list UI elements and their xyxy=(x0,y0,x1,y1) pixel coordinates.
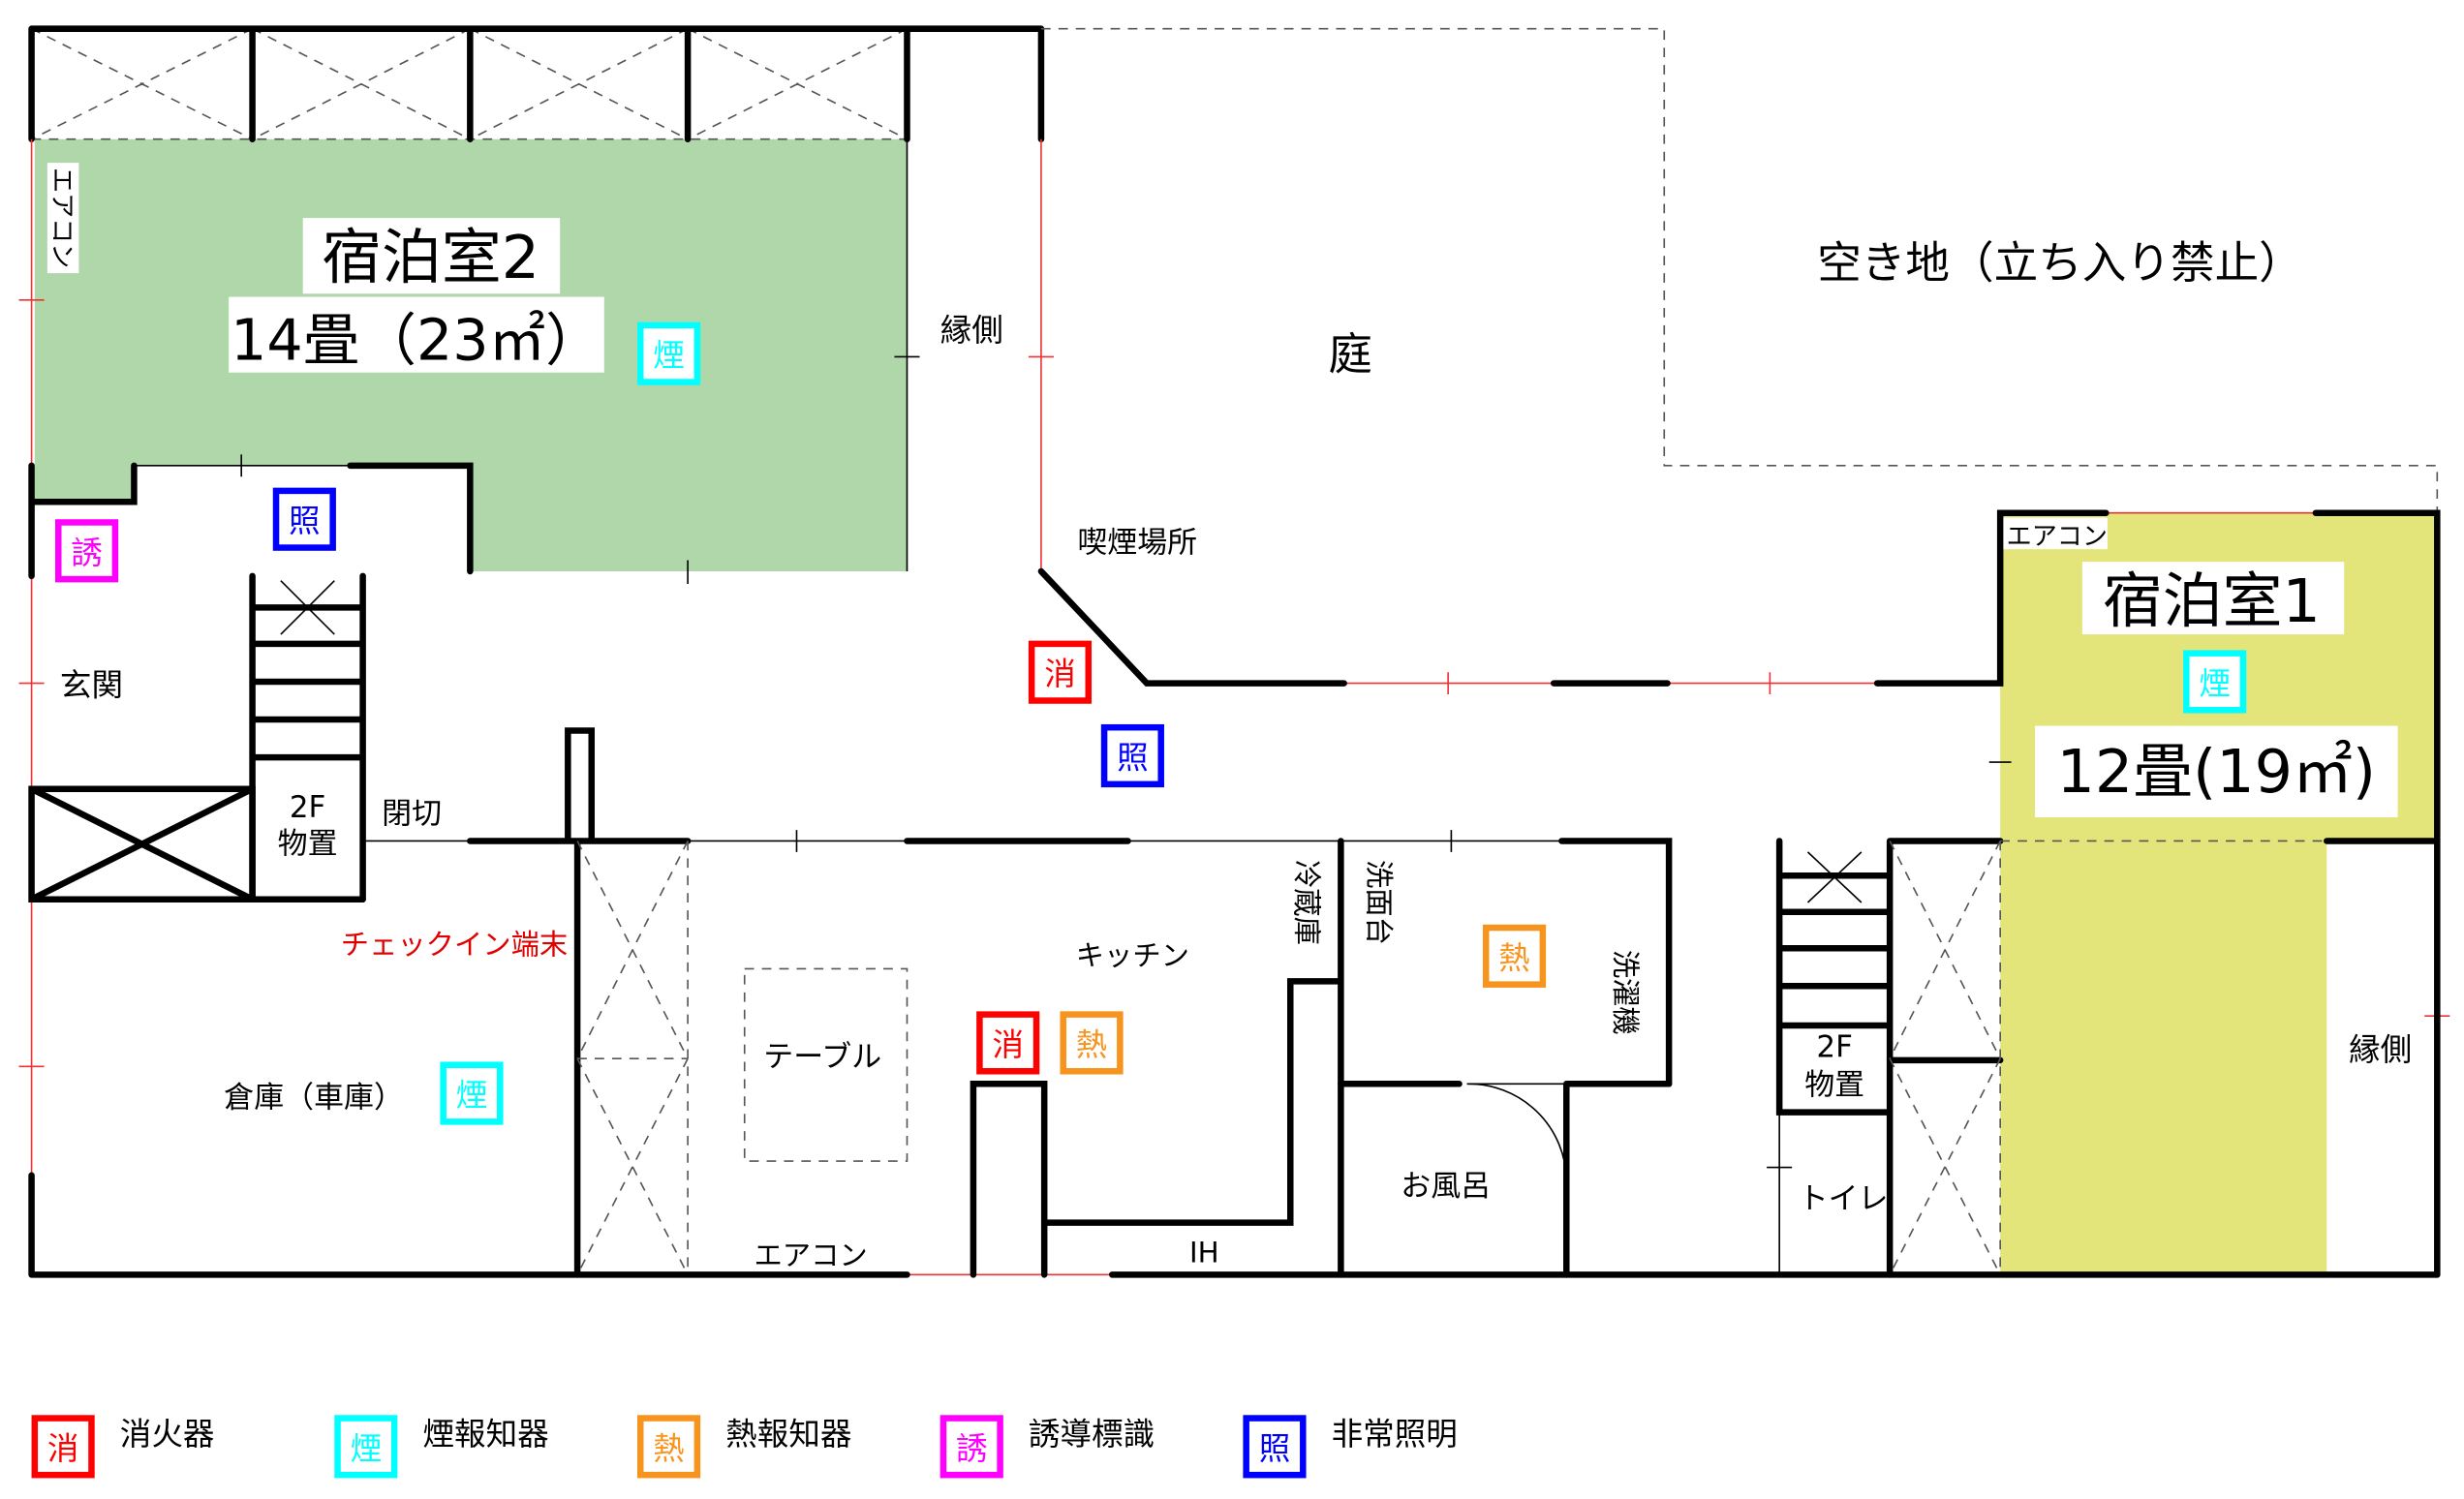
svg-text:照: 照 xyxy=(1259,1430,1291,1467)
smoking-area-label: 喫煙場所 xyxy=(1077,525,1197,560)
svg-text:熱: 熱 xyxy=(653,1430,685,1467)
svg-text:照: 照 xyxy=(1117,740,1149,777)
room2-name: 宿泊室2 xyxy=(322,223,539,292)
room1-name: 宿泊室1 xyxy=(2103,566,2321,636)
heat-marker-icon: 熱 xyxy=(1060,1011,1124,1075)
svg-text:消: 消 xyxy=(1044,656,1076,692)
ih-label: IH xyxy=(1189,1236,1219,1269)
svg-text:煙: 煙 xyxy=(456,1077,488,1114)
smoke-marker-icon: 煙 xyxy=(636,321,701,385)
toilet-label: トイレ xyxy=(1799,1181,1889,1216)
legend-2-icon: 熱 xyxy=(636,1415,701,1479)
closed-label: 閉切 xyxy=(382,797,442,832)
legend-3-icon: 誘 xyxy=(939,1415,1003,1479)
storage-right-2f: 2F xyxy=(1816,1030,1852,1065)
aircon-bottom-label: エアコン xyxy=(755,1239,868,1272)
safety-markers: 煙誘照消照煙熱消熱煙 xyxy=(55,321,2247,1125)
smoke-marker-icon: 煙 xyxy=(2183,650,2247,714)
aircon-left-label: エアコン xyxy=(46,168,76,268)
fridge-label: 冷蔵庫 xyxy=(1290,860,1323,945)
legend-0-icon: 消 xyxy=(31,1415,95,1479)
legend-4-icon: 照 xyxy=(1243,1415,1307,1479)
washer-label: 洗濯機 xyxy=(1609,950,1642,1035)
room1-size: 12畳(19㎡) xyxy=(2057,737,2377,807)
washbasin-label: 洗面台 xyxy=(1363,860,1396,945)
svg-text:誘: 誘 xyxy=(956,1430,988,1467)
light-marker-icon: 照 xyxy=(1100,723,1164,788)
svg-text:煙: 煙 xyxy=(653,337,685,374)
room1-floor-lower xyxy=(2000,841,2327,1275)
entrance-label: 玄関 xyxy=(60,667,123,704)
svg-text:消: 消 xyxy=(47,1430,79,1467)
svg-text:消: 消 xyxy=(992,1026,1024,1063)
bath-label: お風呂 xyxy=(1401,1169,1491,1204)
guide-marker-icon: 誘 xyxy=(55,519,119,583)
storage-right-label: 物置 xyxy=(1804,1068,1864,1103)
aircon-right-label: エアコン xyxy=(2007,522,2108,551)
garage-label: 倉庫（車庫） xyxy=(224,1081,404,1116)
storage-left-2f: 2F xyxy=(290,790,325,825)
engawa-top-label: 縁側 xyxy=(940,312,1003,349)
extinguisher-marker-icon: 消 xyxy=(976,1011,1040,1075)
checkin-terminal-label: チェックイン端末 xyxy=(341,929,568,962)
legend-label: 消火器 xyxy=(120,1416,215,1453)
legend-1-icon: 煙 xyxy=(334,1415,398,1479)
legend: 消 消火器 煙 煙報知器 熱 熱報知器 誘 誘導標識 照 非常照明 xyxy=(31,1415,1458,1479)
svg-text:照: 照 xyxy=(289,503,321,539)
svg-text:誘: 誘 xyxy=(71,535,103,571)
svg-text:煙: 煙 xyxy=(2199,665,2231,702)
legend-label: 非常照明 xyxy=(1332,1416,1458,1453)
legend-label: 煙報知器 xyxy=(422,1416,548,1453)
legend-label: 誘導標識 xyxy=(1029,1416,1155,1453)
walls xyxy=(28,462,2441,1278)
engawa-right-label: 縁側 xyxy=(2349,1031,2412,1068)
svg-text:熱: 熱 xyxy=(1076,1026,1108,1063)
vacant-lot-boundary xyxy=(1040,27,2439,513)
table-label: テーブル xyxy=(763,1039,881,1074)
extinguisher-marker-icon: 消 xyxy=(1028,640,1093,704)
smoke-marker-icon: 煙 xyxy=(440,1061,504,1125)
kitchen-label: キッチン xyxy=(1076,939,1189,972)
storage-left-label: 物置 xyxy=(278,826,338,861)
top-engawa xyxy=(28,25,1045,142)
light-marker-icon: 照 xyxy=(272,487,336,551)
room2-size: 14畳（23㎡） xyxy=(231,308,602,374)
legend-label: 熱報知器 xyxy=(725,1416,851,1453)
garden-label: 庭 xyxy=(1328,328,1372,380)
svg-text:煙: 煙 xyxy=(351,1430,383,1467)
heat-marker-icon: 熱 xyxy=(1482,924,1547,988)
vacant-lot-label: 空き地（立ち入り禁止） xyxy=(1817,237,2303,289)
svg-text:熱: 熱 xyxy=(1498,939,1530,976)
